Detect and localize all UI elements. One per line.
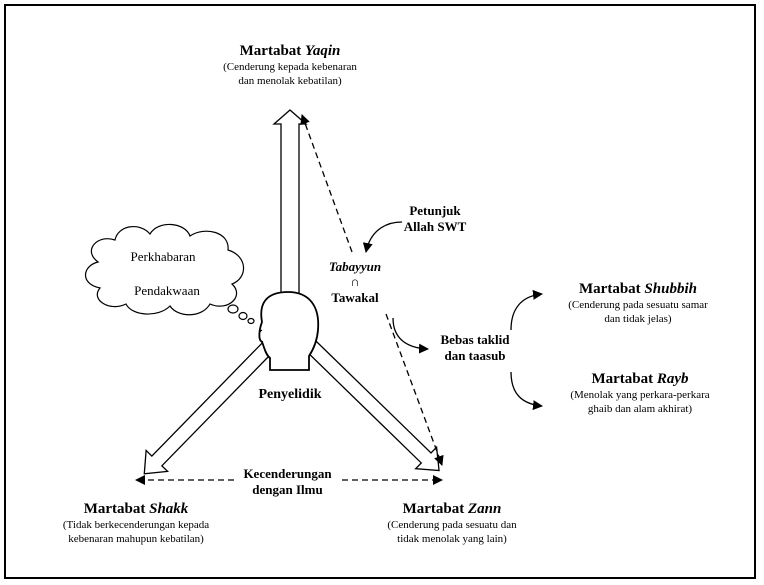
yaqin-title-plain: Martabat (239, 43, 302, 59)
zann-title-plain: Martabat (402, 501, 465, 517)
shakk-label: Martabat Shakk (Tidak berkecenderungan k… (36, 500, 236, 546)
intersection-symbol: ∩ (350, 274, 360, 290)
rayb-title-italic: Rayb (656, 371, 689, 387)
thought-cloud-icon (84, 223, 255, 325)
shakk-title-plain: Martabat (83, 501, 146, 517)
zann-label: Martabat Zann (Cenderung pada sesuatu da… (352, 500, 552, 546)
dashed-arrow-to-zann (385, 313, 444, 466)
cloud-text-perkhabaran: Perkhabaran (130, 249, 196, 264)
curve-arrow-tawakal-bebas (392, 317, 429, 354)
dashed-arrow-to-yaqin (300, 114, 353, 253)
rayb-label: Martabat Rayb (Menolak yang perkara-perk… (540, 370, 740, 416)
shubbih-label: Martabat Shubbih (Cenderung pada sesuatu… (538, 280, 738, 326)
curve-arrow-shubbih (510, 289, 543, 331)
rayb-title: Martabat Rayb (540, 370, 740, 389)
shubbih-title-plain: Martabat (579, 281, 641, 297)
zann-title: Martabat Zann (352, 500, 552, 519)
rayb-desc-line1: (Menolak yang perkara-perkara (570, 388, 710, 401)
tabayyun-word: Tabayyun (328, 259, 382, 274)
yaqin-desc-line1: (Cenderung kepada kebenaran (223, 60, 357, 73)
bebas-line2: dan taasub (444, 348, 506, 364)
shubbih-title: Martabat Shubbih (538, 280, 738, 299)
petunjuk-line2: Allah SWT (403, 219, 467, 235)
penyelidik-label: Penyelidik (258, 387, 322, 402)
zann-title-italic: Zann (468, 501, 502, 517)
tawakal-word: Tawakal (331, 289, 379, 305)
shakk-title: Martabat Shakk (36, 500, 236, 519)
yaqin-title: Martabat Yaqin (190, 42, 390, 61)
kecenderungan-label: Kecenderungan dengan Ilmu (230, 466, 345, 499)
petunjuk-label: Petunjuk Allah SWT (390, 203, 480, 236)
shakk-desc-line2: kebenaran mahupun kebatilan) (68, 532, 204, 545)
zann-desc-line2: tidak menolak yang lain) (397, 532, 507, 545)
arrow-up-yaqin (272, 109, 308, 317)
diagram-frame (4, 4, 756, 579)
cloud-text-pendakwaan: Pendakwaan (134, 283, 200, 298)
shakk-desc-line1: (Tidak berkecenderungan kepada (62, 518, 210, 531)
yaqin-desc-line2: dan menolak kebatilan) (238, 74, 342, 87)
petunjuk-line1: Petunjuk (409, 203, 461, 218)
curve-arrow-petunjuk (362, 221, 403, 253)
bebas-label: Bebas taklid dan taasub (425, 332, 525, 365)
shubbih-title-italic: Shubbih (644, 281, 697, 297)
yaqin-label: Martabat Yaqin (Cenderung kepada kebenar… (190, 42, 390, 88)
shakk-title-italic: Shakk (149, 501, 189, 517)
arrow-down-right-zann (304, 339, 440, 472)
kecenderungan-line2: dengan Ilmu (252, 482, 323, 498)
curve-arrow-rayb (510, 371, 543, 411)
shubbih-desc-line1: (Cenderung pada sesuatu samar (568, 298, 708, 311)
arrow-down-left-shakk (143, 339, 276, 475)
bebas-line1: Bebas taklid (440, 332, 510, 347)
zann-desc-line1: (Cenderung pada sesuatu dan (387, 518, 517, 531)
shubbih-desc-line2: dan tidak jelas) (604, 312, 672, 325)
kecenderungan-line1: Kecenderungan (243, 466, 332, 481)
penyelidik-head-icon (258, 291, 320, 371)
yaqin-title-italic: Yaqin (305, 43, 341, 59)
tabayyun-label: Tabayyun ∩ Tawakal (315, 259, 395, 306)
rayb-title-plain: Martabat (591, 371, 654, 387)
rayb-desc-line2: ghaib dan alam akhirat) (587, 402, 693, 415)
